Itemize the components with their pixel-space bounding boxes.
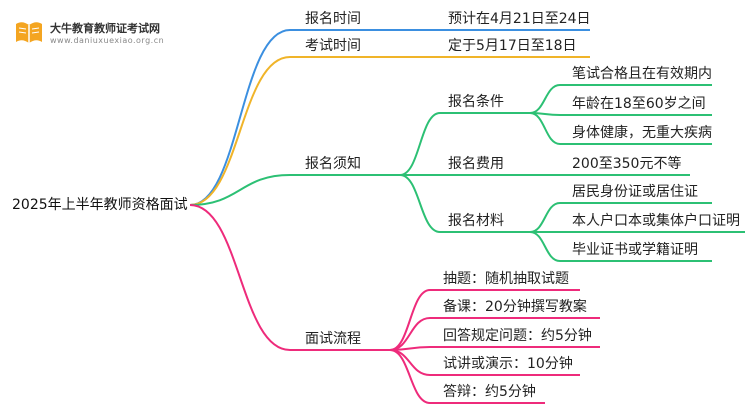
material-item: 毕业证书或学籍证明: [572, 242, 698, 258]
condition-item: 身体健康，无重大疾病: [572, 125, 712, 141]
site-logo: 大牛教育教师证考试网 www.daniuxuexiao.org.cn: [14, 18, 214, 50]
connector-signup-time: [189, 29, 590, 206]
connector-process-3: [389, 346, 600, 351]
connector-process: [189, 204, 390, 351]
notice-materials: 报名材料: [448, 213, 504, 229]
connector-material-3: [529, 231, 712, 262]
material-item: 本人户口本或集体户口证明: [572, 213, 740, 229]
material-item: 居民身份证或居住证: [572, 184, 698, 200]
connector-materials: [399, 174, 530, 233]
book-logo-icon: [16, 22, 42, 43]
logo-subtitle: www.daniuxuexiao.org.cn: [50, 36, 165, 45]
condition-item: 年龄在18至60岁之间: [572, 96, 706, 112]
condition-item: 笔试合格且在有效期内: [572, 66, 712, 82]
process-step: 备课：20分钟撰写教案: [443, 299, 587, 315]
process-step: 抽题：随机抽取试题: [443, 271, 569, 287]
process-step: 试讲或演示：10分钟: [443, 356, 573, 372]
connector-notice: [189, 174, 400, 206]
connector-exam-time: [189, 56, 590, 206]
connector-condition-1: [529, 84, 712, 114]
exam-time-value: 定于5月17日至18日: [448, 38, 577, 54]
branch-exam-time: 考试时间: [305, 38, 361, 54]
notice-conditions: 报名条件: [448, 94, 504, 110]
branch-process: 面试流程: [305, 331, 361, 347]
fee-value: 200至350元不等: [572, 156, 682, 172]
process-step: 答辩：约5分钟: [443, 384, 536, 400]
signup-time-value: 预计在4月21日至24日: [448, 11, 591, 27]
connector-conditions: [399, 112, 530, 176]
logo-title: 大牛教育教师证考试网: [50, 22, 160, 35]
connector-material-1: [529, 202, 712, 233]
root-topic: 2025年上半年教师资格面试: [12, 197, 188, 213]
connector-process-5: [389, 349, 545, 404]
connector-process-1: [389, 289, 580, 351]
branch-notice: 报名须知: [305, 156, 361, 172]
connector-condition-2: [529, 112, 712, 116]
notice-fee: 报名费用: [448, 156, 504, 172]
connector-condition-3: [529, 112, 712, 145]
branch-signup-time: 报名时间: [305, 11, 361, 27]
process-step: 回答规定问题：约5分钟: [443, 328, 592, 344]
